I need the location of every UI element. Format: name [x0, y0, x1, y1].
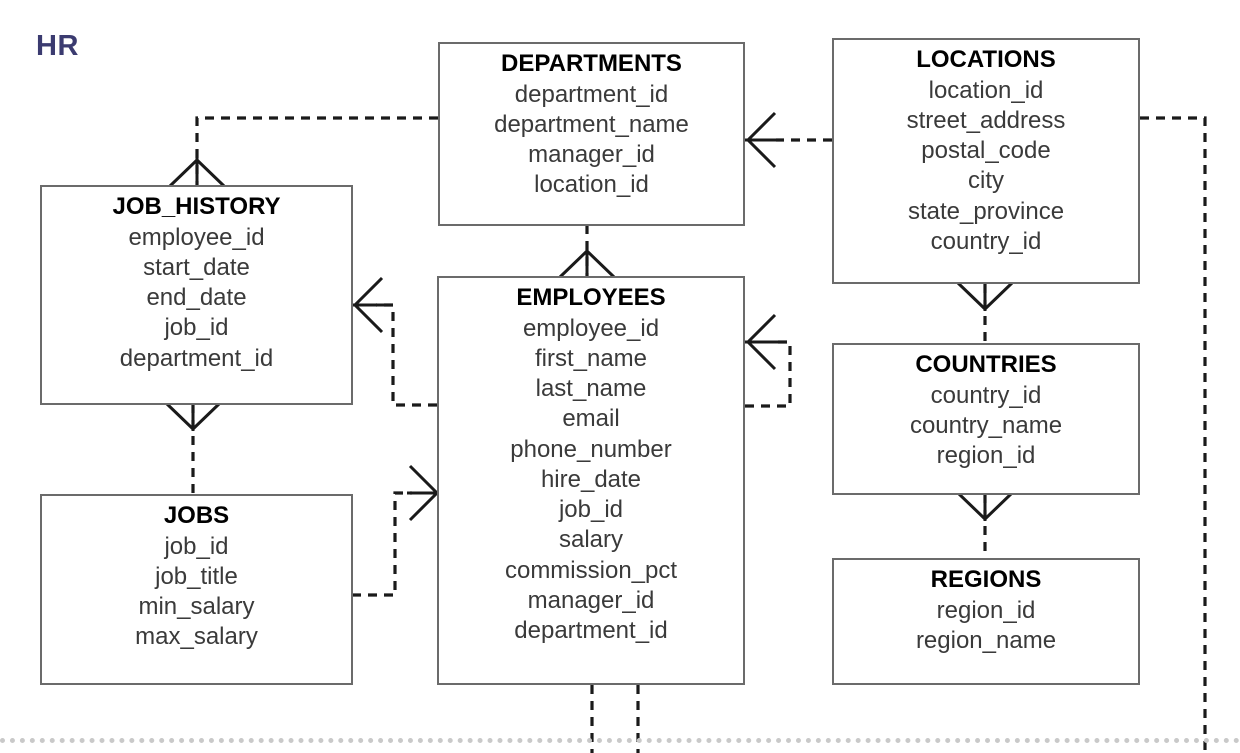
attribute-item: country_name: [909, 411, 1063, 439]
rel-departments-locations: [745, 111, 832, 169]
attribute-item: employee_id: [128, 223, 265, 251]
attribute-item: postal_code: [921, 137, 1051, 165]
entity-regions[interactable]: REGIONS region_id region_name: [832, 558, 1140, 685]
entity-title-locations: LOCATIONS: [916, 46, 1056, 73]
attribute-item: location_id: [534, 171, 649, 199]
rel-jobs-employees: [352, 464, 440, 597]
entity-employees[interactable]: EMPLOYEES employee_id first_name last_na…: [437, 276, 745, 685]
attribute-item: country_id: [930, 227, 1042, 255]
entity-title-employees: EMPLOYEES: [516, 284, 666, 311]
attribute-list-countries: country_id country_name region_id: [834, 381, 1138, 472]
entity-countries[interactable]: COUNTRIES country_id country_name region…: [832, 343, 1140, 495]
attribute-item: region_id: [936, 596, 1036, 624]
rel-jobs-job-history: [164, 401, 222, 494]
attribute-item: hire_date: [540, 465, 642, 493]
attribute-list-locations: location_id street_address postal_code c…: [834, 76, 1138, 257]
entity-title-job-history: JOB_HISTORY: [112, 193, 281, 220]
attribute-item: region_id: [936, 442, 1036, 470]
attribute-item: region_name: [915, 626, 1057, 654]
attribute-item: max_salary: [135, 623, 258, 651]
attribute-item: job_id: [558, 496, 624, 524]
entity-jobs[interactable]: JOBS job_id job_title min_salary max_sal…: [40, 494, 353, 685]
attribute-item: salary: [558, 526, 624, 554]
entity-title-countries: COUNTRIES: [915, 351, 1057, 378]
rel-departments-job-history: [168, 116, 438, 188]
attribute-list-departments: department_id department_name manager_id…: [440, 80, 743, 201]
rel-employees-self-manager: [745, 313, 792, 408]
attribute-item: end_date: [146, 284, 247, 312]
attribute-item: job_id: [164, 314, 229, 342]
attribute-item: manager_id: [528, 141, 655, 169]
attribute-item: country_id: [930, 381, 1042, 409]
attribute-item: department_id: [514, 617, 668, 645]
entity-job-history[interactable]: JOB_HISTORY employee_id start_date end_d…: [40, 185, 353, 405]
attribute-item: employee_id: [522, 314, 660, 342]
attribute-item: job_title: [155, 562, 238, 590]
schema-title: HR: [36, 30, 79, 62]
rel-countries-regions: [956, 491, 1014, 558]
attribute-list-jobs: job_id job_title min_salary max_salary: [42, 532, 351, 653]
entity-departments[interactable]: DEPARTMENTS department_id department_nam…: [438, 42, 745, 226]
attribute-item: city: [968, 167, 1004, 195]
attribute-item: last_name: [535, 375, 647, 403]
attribute-list-regions: region_id region_name: [834, 596, 1138, 656]
rel-locations-countries: [956, 281, 1014, 343]
attribute-item: start_date: [143, 253, 250, 281]
entity-title-jobs: JOBS: [163, 502, 230, 529]
attribute-item: location_id: [928, 76, 1044, 104]
rel-employees-job-history: [352, 276, 437, 407]
attribute-item: job_id: [164, 532, 229, 560]
entity-title-regions: REGIONS: [930, 566, 1042, 593]
attribute-item: state_province: [907, 197, 1065, 225]
attribute-item: phone_number: [510, 435, 672, 463]
entity-title-departments: DEPARTMENTS: [501, 50, 682, 77]
attribute-list-job-history: employee_id start_date end_date job_id d…: [42, 223, 351, 374]
attribute-item: commission_pct: [504, 556, 678, 584]
rel-departments-employees: [558, 225, 616, 279]
attribute-item: manager_id: [527, 586, 655, 614]
attribute-item: department_id: [514, 80, 669, 108]
attribute-item: email: [562, 405, 620, 433]
attribute-item: department_id: [119, 344, 274, 372]
canvas-bottom-divider: [0, 738, 1240, 748]
rel-locations-external: [1140, 116, 1207, 753]
attribute-item: street_address: [906, 106, 1066, 134]
attribute-item: min_salary: [138, 593, 255, 621]
entity-locations[interactable]: LOCATIONS location_id street_address pos…: [832, 38, 1140, 284]
attribute-item: first_name: [534, 344, 648, 372]
attribute-list-employees: employee_id first_name last_name email p…: [439, 314, 743, 647]
attribute-item: department_name: [494, 110, 689, 138]
